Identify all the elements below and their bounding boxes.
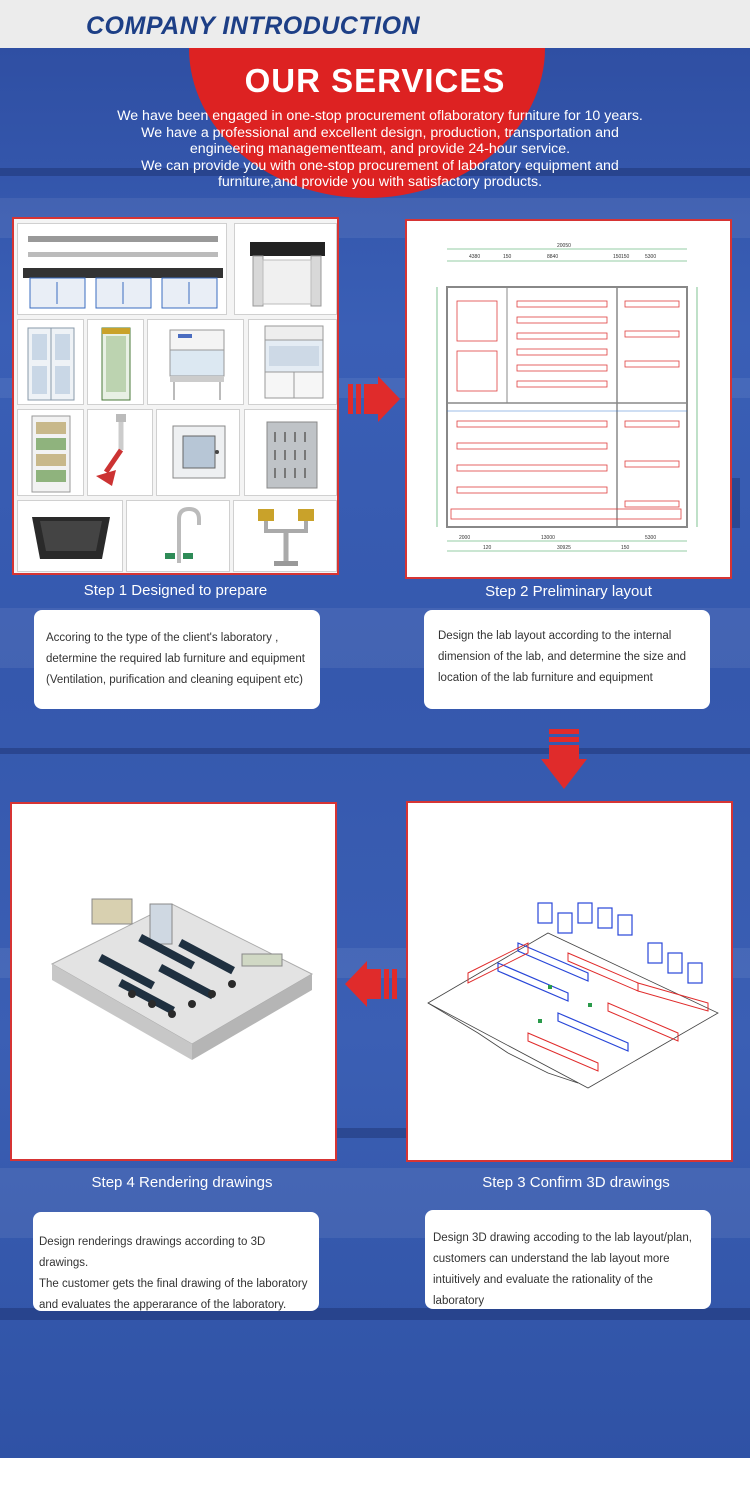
services-title: OUR SERVICES: [244, 62, 506, 99]
company-introduction-title: COMPANY INTRODUCTION: [86, 12, 421, 40]
arrow-down-icon: [541, 729, 587, 789]
dim-top: 8840: [547, 254, 558, 260]
step1-desc-line: (Ventilation, purification and cleaning …: [46, 674, 304, 686]
extraction-arm-image: [87, 409, 153, 496]
step3-label: Step 3 Confirm 3D drawings: [482, 1174, 670, 1191]
intro-line: furniture,and provide you with satisfact…: [217, 174, 543, 190]
rendering-illustration: [50, 898, 314, 1060]
step4-desc-line: and evaluates the apperarance of the lab…: [39, 1299, 287, 1311]
dim-bottom: 2000: [459, 535, 470, 541]
extraction-arm-illustration: [96, 414, 126, 486]
arrow-right-icon: [348, 376, 400, 422]
sink-image: [17, 500, 123, 572]
lab-bench-illustration: [23, 236, 223, 309]
step3-desc-line: customers can understand the lab layout …: [433, 1253, 670, 1265]
dim-top: 4380: [469, 254, 480, 260]
eyewash-illustration: [258, 509, 314, 566]
services-intro: We have been engaged in one-stop procure…: [60, 108, 700, 191]
step2-label: Step 2 Preliminary layout: [485, 583, 652, 600]
drying-rack-illustration: [266, 421, 318, 489]
fume-hood-illustration: [264, 325, 324, 399]
step3-desc-line: Design 3D drawing accoding to the lab la…: [433, 1232, 692, 1244]
step1-desc-line: Accoring to the type of the client's lab…: [46, 632, 279, 644]
step3-desc-line: intuitively and evaluate the rationality…: [433, 1274, 653, 1307]
step1-description-card: Accoring to the type of the client's lab…: [34, 610, 320, 709]
dim-bottom: 30925: [557, 545, 571, 551]
step3-3d-drawing: [406, 801, 733, 1162]
reagent-cabinet-image: [17, 319, 84, 405]
dim-bottom: 150: [621, 545, 630, 551]
eyewash-image: [233, 500, 337, 572]
intro-line: engineering managementteam, and provide …: [189, 141, 571, 157]
dim-top: 150: [613, 254, 622, 260]
dim-bottom: 5300: [645, 535, 656, 541]
pass-box-illustration: [172, 425, 226, 479]
intro-line: We can provide you with one-stop procure…: [141, 157, 619, 174]
intro-line: We have a professional and excellent des…: [141, 124, 619, 141]
biosafety-cabinet-image: [147, 319, 244, 405]
dim-top: 5300: [645, 254, 656, 260]
dim-top: 150: [621, 254, 630, 260]
sink-illustration: [32, 517, 110, 559]
step4-label: Step 4 Rendering drawings: [91, 1174, 273, 1191]
step1-desc-line: determine the required lab furniture and…: [46, 653, 305, 665]
gas-cylinder-cabinet-image: [87, 319, 144, 405]
drying-rack-image: [244, 409, 337, 496]
balance-table-image: [234, 223, 337, 315]
lab-bench-image: [17, 223, 227, 315]
dim-bottom: 13000: [541, 535, 555, 541]
step2-desc-line: Design the lab layout according to the i…: [438, 630, 672, 642]
faucet-image: [126, 500, 230, 572]
step4-rendering: [10, 802, 337, 1161]
biosafety-cabinet-illustration: [169, 329, 225, 400]
sample-cabinet-illustration: [31, 415, 71, 493]
floor-plan-drawing: 4380 150 20050 8840 150 150 5300 2000 12…: [436, 243, 698, 552]
step1-product-grid: [12, 217, 339, 575]
sample-cabinet-image: [17, 409, 84, 496]
fume-hood-image: [248, 319, 337, 405]
step2-floor-plan: 4380 150 20050 8840 150 150 5300 2000 12…: [405, 219, 732, 579]
reagent-cabinet-illustration: [27, 327, 75, 401]
header-bar: COMPANY INTRODUCTION: [0, 0, 750, 48]
step2-desc-line: location of the lab furniture and equipm…: [438, 672, 653, 684]
step4-description-card: Design renderings drawings according to …: [33, 1212, 319, 1311]
dim-top: 150: [503, 254, 512, 260]
arrow-left-icon: [345, 961, 397, 1007]
step3-description-card: Design 3D drawing accoding to the lab la…: [425, 1210, 711, 1309]
dim-bottom: 120: [483, 545, 492, 551]
balance-table-illustration: [250, 242, 325, 307]
bottom-strip: [0, 1458, 750, 1490]
pass-box-image: [156, 409, 240, 496]
intro-line: We have been engaged in one-stop procure…: [117, 108, 643, 124]
gas-cylinder-cabinet-illustration: [101, 327, 131, 401]
step2-description-card: Design the lab layout according to the i…: [424, 610, 710, 709]
step4-desc-line: The customer gets the final drawing of t…: [39, 1278, 308, 1290]
dim-top: 20050: [557, 243, 571, 249]
step2-desc-line: dimension of the lab, and determine the …: [438, 651, 687, 663]
3d-drawing-illustration: [427, 902, 719, 1089]
faucet-illustration: [165, 506, 201, 563]
step4-desc-line: Design renderings drawings according to …: [39, 1236, 266, 1269]
step1-label: Step 1 Designed to prepare: [83, 582, 268, 599]
